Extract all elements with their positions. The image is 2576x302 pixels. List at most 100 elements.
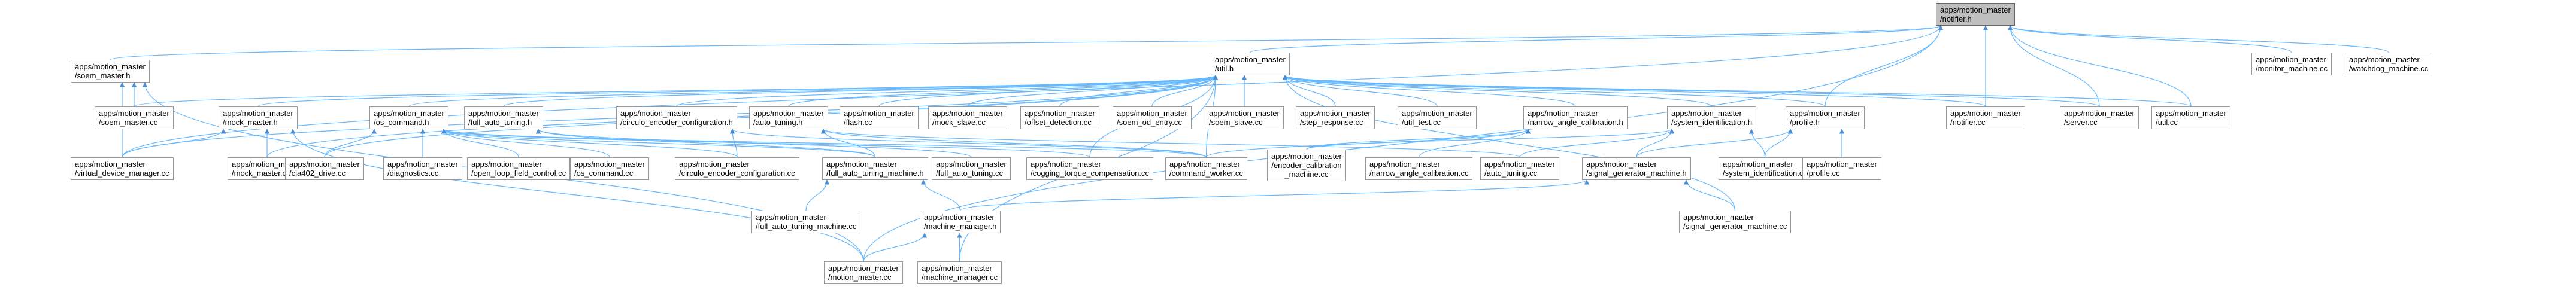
node-soem-od-entry-cc[interactable]: apps/motion_master/soem_od_entry.cc [1113,106,1192,129]
node-machine-manager-cc[interactable]: apps/motion_master/machine_manager.cc [917,261,1002,284]
edge-os-command-h-to-util-h [408,75,1218,107]
edge-circulo-encoder-configuration-h-to-util-h [676,75,1218,107]
edge-util-h-to-root [1250,25,1943,53]
edge-auto-tuning-h-to-util-h [788,75,1218,107]
edge-soem-master-cc-to-util-h [134,75,1218,107]
node-full-auto-tuning-machine-cc[interactable]: apps/motion_master/full_auto_tuning_mach… [751,211,861,233]
node-step-response-cc[interactable]: apps/motion_master/step_response.cc [1296,106,1375,129]
node-label: /flash.cc [844,118,872,127]
node-label: apps/motion_master [2064,109,2135,118]
edge-motion-master-cc-to-mock-master-h [290,129,864,262]
node-soem-master-cc[interactable]: apps/motion_master/soem_master.cc [95,106,174,129]
node-label: apps/motion_master [223,109,293,118]
node-label: /command_worker.cc [1169,169,1243,178]
node-profile-h[interactable]: apps/motion_master/profile.h [1786,106,1865,129]
edge-system-identification-h-to-util-h [1283,75,1713,107]
node-label: apps/motion_master [932,109,1003,118]
node-label: apps/motion_master [1586,160,1657,169]
node-circulo-encoder-configuration-h[interactable]: apps/motion_master/circulo_encoder_confi… [616,106,737,129]
node-cogging-torque-compensation-cc[interactable]: apps/motion_master/cogging_torque_compen… [1026,157,1154,180]
node-profile-cc[interactable]: apps/motion_master/profile.cc [1802,157,1881,180]
node-signal-generator-machine-cc[interactable]: apps/motion_master/signal_generator_mach… [1679,211,1792,233]
node-monitor-machine-cc[interactable]: apps/motion_master/monitor_machine.cc [2251,53,2332,75]
edge-full-auto-tuning-h-to-util-h [503,75,1218,107]
node-label: apps/motion_master [1169,160,1240,169]
node-label: /full_auto_tuning.cc [936,169,1004,178]
node-root[interactable]: apps/motion_master/notifier.h [1936,3,2015,26]
node-label: apps/motion_master [620,109,691,118]
node-label: /util.cc [2156,118,2178,127]
node-label: /util.h [1215,64,1234,73]
edge-narrow-angle-calibration-cc-to-narrow-angle-calibration-h [1418,129,1531,158]
edge-server-cc-to-root [2007,25,2100,107]
node-system-identification-h[interactable]: apps/motion_master/system_identification… [1667,106,1757,129]
edge-server-cc-to-util-h [1283,75,2100,107]
node-notifier-cc[interactable]: apps/motion_master/notifier.cc [1946,106,2025,129]
edge-auto-tuning-cc-to-auto-tuning-h [821,129,1520,158]
node-label: apps/motion_master [232,160,302,169]
node-watchdog-machine-cc[interactable]: apps/motion_master/watchdog_machine.cc [2345,53,2433,75]
node-os-command-cc[interactable]: apps/motion_master/os_command.cc [570,157,649,180]
edge-auto-tuning-cc-to-system-identification-h [1519,129,1675,158]
edge-util-test-cc-to-util-h [1282,75,1438,107]
edge-signal-generator-machine-cc-to-util-h [1282,75,1736,211]
node-label: apps/motion_master [1031,160,1101,169]
node-label: /encoder_calibration [1271,161,1342,170]
node-label: apps/motion_master [75,62,146,71]
edge-soem-od-entry-cc-to-util-h [1151,75,1219,107]
node-motion-master-cc[interactable]: apps/motion_master/motion_master.cc [824,261,903,284]
node-label: /soem_master.h [75,71,131,80]
node-label: /full_auto_tuning_machine.cc [756,222,857,231]
node-label: /auto_tuning.cc [1484,169,1538,178]
edge-circulo-encoder-configuration-cc-to-os-command-h [441,129,738,158]
node-util-cc[interactable]: apps/motion_master/util.cc [2151,106,2230,129]
node-label: /cogging_torque_compensation.cc [1031,169,1150,178]
node-flash-cc[interactable]: apps/motion_master/flash.cc [840,106,919,129]
node-label: apps/motion_master [1209,109,1280,118]
node-label: /soem_master.cc [99,118,158,127]
node-label: /server.cc [2064,118,2098,127]
node-label: /circulo_encoder_configuration.h [620,118,733,127]
node-open-loop-field-control-cc[interactable]: apps/motion_master/open_loop_field_contr… [467,157,571,180]
node-util-test-cc[interactable]: apps/motion_master/util_test.cc [1398,106,1477,129]
node-machine-manager-h[interactable]: apps/motion_master/machine_manager.h [920,211,1001,233]
edge-command-worker-cc-to-circulo-encoder-configuration-h [730,129,1207,158]
node-virtual-device-manager-cc[interactable]: apps/motion_master/virtual_device_manage… [71,157,174,180]
node-auto-tuning-cc[interactable]: apps/motion_master/auto_tuning.cc [1480,157,1559,180]
node-encoder-calibration-machine-cc[interactable]: apps/motion_master/encoder_calibration_m… [1267,150,1346,181]
node-command-worker-cc[interactable]: apps/motion_master/command_worker.cc [1165,157,1247,180]
node-narrow-angle-calibration-h[interactable]: apps/motion_master/narrow_angle_calibrat… [1523,106,1628,129]
node-label: apps/motion_master [289,160,360,169]
node-diagnostics-cc[interactable]: apps/motion_master/diagnostics.cc [383,157,462,180]
node-circulo-encoder-configuration-cc[interactable]: apps/motion_master/circulo_encoder_confi… [675,157,799,180]
node-label: apps/motion_master [1940,5,2011,14]
node-mock-master-h[interactable]: apps/motion_master/mock_master.h [219,106,298,129]
node-offset-detection-cc[interactable]: apps/motion_master/offset_detection.cc [1020,106,1099,129]
node-label: apps/motion_master [1683,213,1754,222]
node-label: apps/motion_master [924,213,995,222]
node-soem-slave-cc[interactable]: apps/motion_master/soem_slave.cc [1205,106,1284,129]
node-full-auto-tuning-h[interactable]: apps/motion_master/full_auto_tuning.h [464,106,543,129]
node-cia402-drive-cc[interactable]: apps/motion_master/cia402_drive.cc [285,157,364,180]
node-server-cc[interactable]: apps/motion_master/server.cc [2060,106,2139,129]
node-util-h[interactable]: apps/motion_master/util.h [1211,53,1290,75]
node-label: /system_identification.cc [1723,169,1807,178]
node-signal-generator-machine-h[interactable]: apps/motion_master/signal_generator_mach… [1582,157,1691,180]
node-mock-slave-cc[interactable]: apps/motion_master/mock_slave.cc [928,106,1007,129]
node-label: apps/motion_master [1528,109,1598,118]
edge-open-loop-field-control-cc-to-os-command-h [441,129,519,158]
node-full-auto-tuning-cc[interactable]: apps/motion_master/full_auto_tuning.cc [932,157,1011,180]
node-label: /offset_detection.cc [1025,118,1092,127]
node-auto-tuning-h[interactable]: apps/motion_master/auto_tuning.h [749,106,828,129]
node-label: /watchdog_machine.cc [2349,64,2429,73]
node-label: /machine_manager.cc [922,273,998,282]
node-label: apps/motion_master [936,160,1007,169]
node-label: /narrow_angle_calibration.h [1528,118,1623,127]
node-os-command-h[interactable]: apps/motion_master/os_command.h [369,106,448,129]
node-system-identification-cc[interactable]: apps/motion_master/system_identification… [1719,157,1811,180]
node-soem-master-h[interactable]: apps/motion_master/soem_master.h [71,60,150,83]
node-full-auto-tuning-machine-h[interactable]: apps/motion_master/full_auto_tuning_mach… [822,157,928,180]
node-label: apps/motion_master [2256,55,2326,64]
node-narrow-angle-calibration-cc[interactable]: apps/motion_master/narrow_angle_calibrat… [1365,157,1473,180]
edge-util-cc-to-root [2007,25,2192,107]
